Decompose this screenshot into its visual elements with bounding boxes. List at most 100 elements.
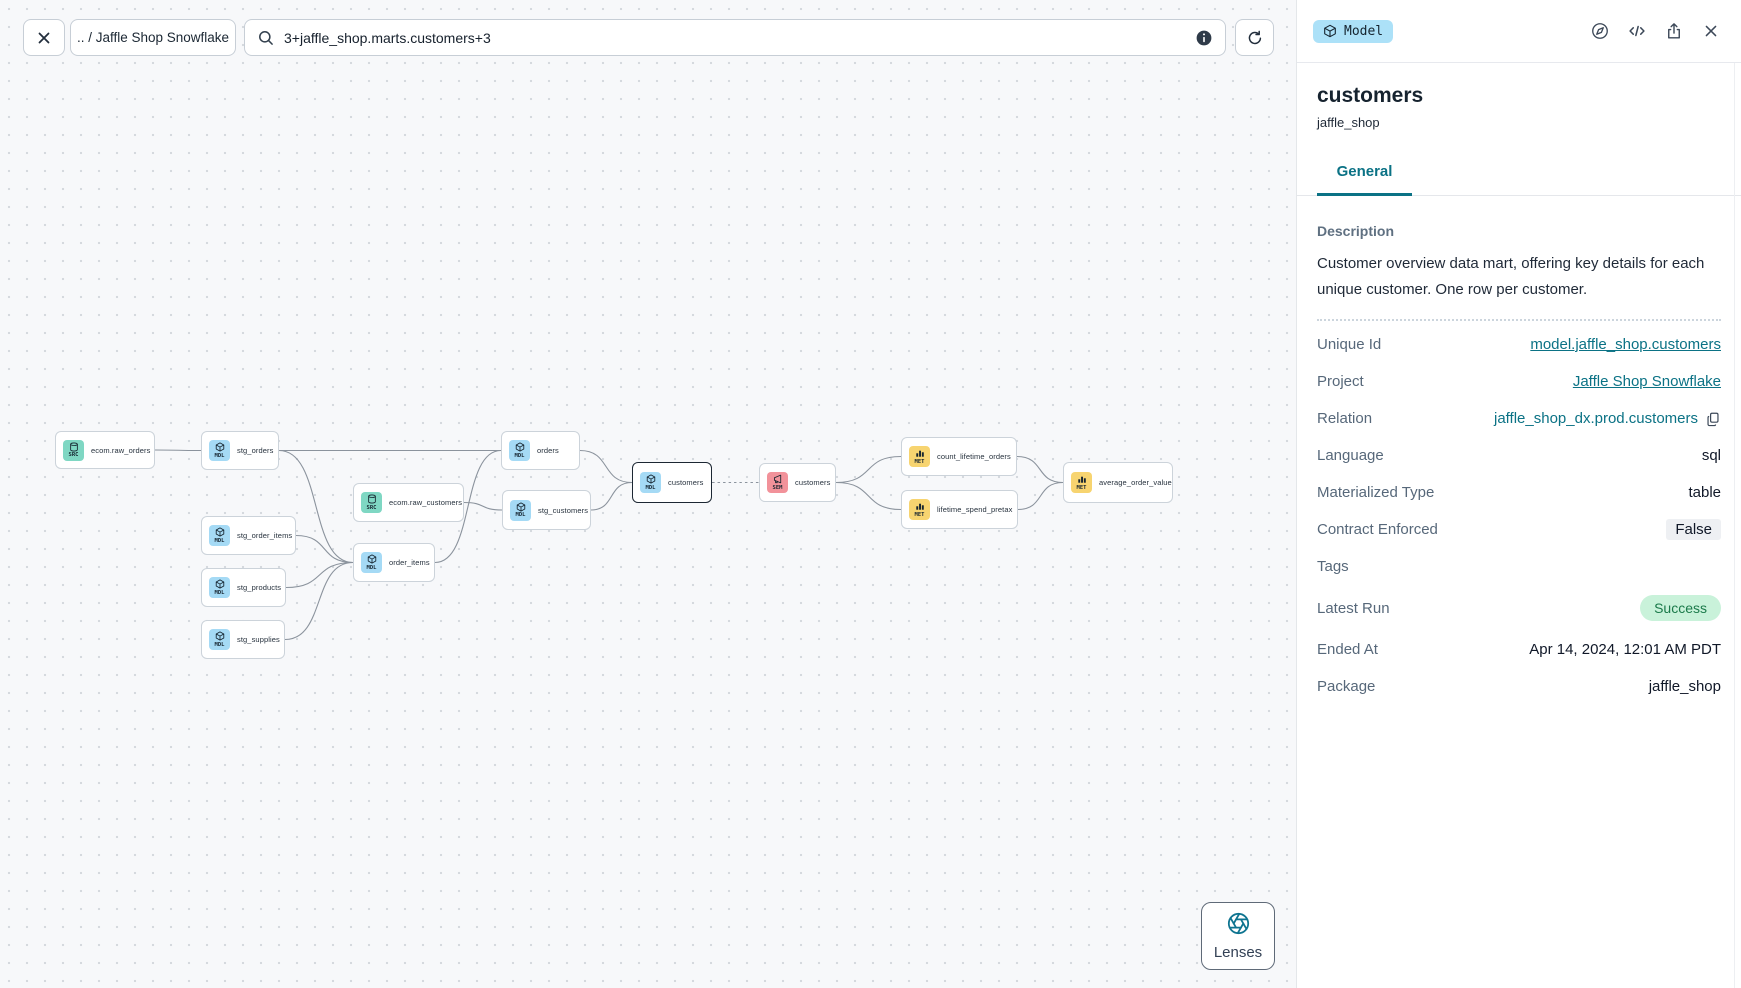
panel-title: customers bbox=[1317, 84, 1424, 107]
field-label: Contract Enforced bbox=[1317, 521, 1438, 538]
edge-raw_customers-to-stg_customers bbox=[463, 501, 503, 511]
edge-stg_supplies-to-order_items bbox=[284, 561, 354, 641]
share-icon[interactable] bbox=[1664, 21, 1684, 41]
panel-header: Model bbox=[1297, 0, 1741, 63]
field-label: Ended At bbox=[1317, 641, 1378, 658]
resource-type-badge: Model bbox=[1313, 19, 1394, 43]
detail-row-project: Project Jaffle Shop Snowflake bbox=[1317, 363, 1721, 400]
edge-stg_products-to-order_items bbox=[285, 561, 354, 589]
mdl-node-icon: MDL bbox=[510, 499, 531, 521]
field-label: Package bbox=[1317, 678, 1376, 695]
field-value: jaffle_shop bbox=[1648, 678, 1721, 695]
src-node-icon: SRC bbox=[361, 492, 382, 513]
panel-actions bbox=[1590, 21, 1721, 41]
field-label: Relation bbox=[1317, 410, 1373, 427]
scrollbar-gutter[interactable] bbox=[1734, 63, 1735, 988]
graph-node-lifetime_spend_pretax[interactable]: MET lifetime_spend_pretax bbox=[901, 490, 1018, 529]
search-bar bbox=[244, 19, 1226, 56]
detail-row-ended-at: Ended At Apr 14, 2024, 12:01 AM PDT bbox=[1317, 631, 1721, 668]
graph-node-raw_customers[interactable]: SRC ecom.raw_customers bbox=[353, 483, 464, 522]
detail-row-materialized-type: Materialized Type table bbox=[1317, 474, 1721, 511]
search-input[interactable] bbox=[284, 29, 1186, 46]
breadcrumb-label: .. / Jaffle Shop Snowflake bbox=[76, 30, 230, 45]
description-label: Description bbox=[1317, 223, 1395, 239]
field-label: Latest Run bbox=[1317, 599, 1390, 617]
met-node-icon: MET bbox=[1071, 472, 1092, 493]
field-label: Project bbox=[1317, 373, 1364, 390]
node-label: stg_supplies bbox=[237, 635, 280, 644]
edge-lifetime_spend_pretax-to-average_order_value bbox=[1017, 481, 1064, 511]
field-value: sql bbox=[1701, 447, 1721, 464]
lenses-button[interactable]: Lenses bbox=[1201, 902, 1275, 970]
breadcrumb[interactable]: .. / Jaffle Shop Snowflake bbox=[70, 19, 236, 56]
edge-stg_customers-to-customers bbox=[590, 481, 633, 511]
panel-body: customers jaffle_shop General Descriptio… bbox=[1297, 84, 1741, 705]
graph-node-customers[interactable]: MDL customers bbox=[632, 462, 712, 503]
met-node-icon: MET bbox=[909, 499, 930, 520]
edge-orders-to-customers bbox=[579, 449, 633, 484]
detail-row-package: Package jaffle_shop bbox=[1317, 668, 1721, 705]
edge-order_items-to-orders bbox=[434, 449, 502, 564]
field-value-link[interactable]: model.jaffle_shop.customers bbox=[1530, 336, 1721, 353]
explore-icon[interactable] bbox=[1590, 21, 1610, 41]
node-label: stg_order_items bbox=[237, 531, 293, 540]
copy-icon[interactable] bbox=[1705, 411, 1721, 427]
graph-node-order_items[interactable]: MDL order_items bbox=[353, 543, 435, 582]
field-value-link[interactable]: Jaffle Shop Snowflake bbox=[1572, 373, 1721, 390]
refresh-icon bbox=[1246, 29, 1264, 47]
details-panel: Model customers jaffle_shop General Desc… bbox=[1296, 0, 1741, 988]
divider bbox=[1317, 319, 1721, 321]
tab-general[interactable]: General bbox=[1317, 163, 1412, 196]
cube-icon bbox=[1324, 24, 1336, 38]
mdl-node-icon: MDL bbox=[640, 472, 661, 493]
node-label: customers bbox=[795, 478, 831, 487]
node-label: average_order_value bbox=[1099, 478, 1172, 487]
refresh-button[interactable] bbox=[1235, 19, 1274, 56]
field-label: Materialized Type bbox=[1317, 484, 1435, 501]
aperture-icon bbox=[1226, 911, 1251, 939]
tab-bar: General bbox=[1297, 163, 1741, 196]
resource-type-label: Model bbox=[1344, 23, 1384, 39]
edge-count_lifetime_orders-to-average_order_value bbox=[1016, 455, 1064, 484]
node-label: lifetime_spend_pretax bbox=[937, 505, 1013, 514]
field-value-link[interactable]: jaffle_shop_dx.prod.customers bbox=[1494, 410, 1721, 427]
graph-node-average_order_value[interactable]: MET average_order_value bbox=[1063, 462, 1173, 503]
graph-node-raw_orders[interactable]: SRC ecom.raw_orders bbox=[55, 431, 155, 469]
field-value: Apr 14, 2024, 12:01 AM PDT bbox=[1529, 641, 1721, 658]
field-value: table bbox=[1688, 484, 1721, 501]
detail-row-relation: Relation jaffle_shop_dx.prod.customers bbox=[1317, 400, 1721, 437]
node-label: ecom.raw_orders bbox=[91, 445, 151, 455]
code-icon[interactable] bbox=[1627, 21, 1647, 41]
detail-row-tags: Tags bbox=[1317, 548, 1721, 585]
node-label: stg_products bbox=[237, 583, 282, 592]
panel-subtitle: jaffle_shop bbox=[1317, 115, 1380, 130]
close-lineage-button[interactable] bbox=[23, 19, 65, 56]
search-icon bbox=[257, 29, 275, 47]
node-label: customers bbox=[668, 478, 704, 487]
graph-node-stg_customers[interactable]: MDL stg_customers bbox=[502, 490, 591, 530]
graph-node-stg_supplies[interactable]: MDL stg_supplies bbox=[201, 620, 285, 659]
field-label: Tags bbox=[1317, 558, 1349, 575]
node-label: ecom.raw_customers bbox=[389, 498, 463, 507]
mdl-node-icon: MDL bbox=[209, 440, 230, 461]
node-label: stg_customers bbox=[538, 505, 589, 515]
info-icon[interactable] bbox=[1195, 29, 1213, 47]
node-label: order_items bbox=[389, 558, 430, 567]
src-node-icon: SRC bbox=[63, 439, 84, 461]
mdl-node-icon: MDL bbox=[209, 629, 230, 650]
met-node-icon: MET bbox=[909, 446, 930, 467]
mdl-node-icon: MDL bbox=[361, 552, 382, 573]
graph-node-stg_orders[interactable]: MDL stg_orders bbox=[201, 431, 279, 470]
description-text: Customer overview data mart, offering ke… bbox=[1317, 255, 1705, 298]
close-icon[interactable] bbox=[1701, 21, 1721, 41]
node-label: stg_orders bbox=[237, 446, 274, 455]
